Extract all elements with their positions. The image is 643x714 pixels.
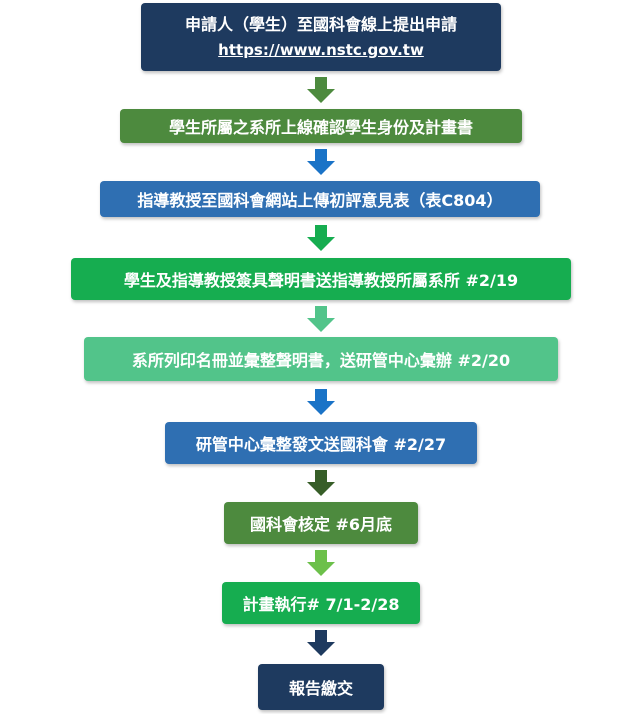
arrow-down-2-icon — [306, 149, 336, 175]
step-5-text: 系所列印名冊並彙整聲明書，送研管中心彙辦 #2/20 — [131, 351, 511, 370]
arrow-down-4-icon — [306, 306, 336, 332]
step-1-text: 申請人（學生）至國科會線上提出申請 — [184, 15, 457, 35]
nstc-link[interactable]: https://www.nstc.gov.tw — [218, 40, 424, 59]
step-7-nstc-approval: 國科會核定 #6月底 — [224, 502, 418, 544]
step-9-report-submission: 報告繳交 — [258, 664, 384, 710]
step-4-text: 學生及指導教授簽具聲明書送指導教授所屬系所 #2/19 — [123, 271, 519, 290]
arrow-down-5-icon — [306, 389, 336, 415]
step-6-research-center-send: 研管中心彙整發文送國科會 #2/27 — [165, 422, 477, 464]
arrow-down-3-icon — [306, 225, 336, 251]
step-7-text: 國科會核定 #6月底 — [249, 515, 393, 534]
step-8-project-execution: 計畫執行# 7/1-2/28 — [222, 582, 420, 624]
arrow-down-6-icon — [306, 470, 336, 496]
step-4-sign-declaration: 學生及指導教授簽具聲明書送指導教授所屬系所 #2/19 — [71, 258, 571, 300]
arrow-down-8-icon — [306, 630, 336, 656]
step-9-text: 報告繳交 — [288, 679, 353, 698]
arrow-down-7-icon — [306, 550, 336, 576]
step-5-department-compile: 系所列印名冊並彙整聲明書，送研管中心彙辦 #2/20 — [84, 337, 558, 381]
step-3-advisor-upload: 指導教授至國科會網站上傳初評意見表（表C804） — [100, 181, 540, 217]
step-3-text: 指導教授至國科會網站上傳初評意見表（表C804） — [137, 191, 503, 210]
step-2-department-confirm: 學生所屬之系所上線確認學生身份及計畫書 — [120, 109, 522, 143]
step-1-apply-online: 申請人（學生）至國科會線上提出申請 https://www.nstc.gov.t… — [141, 3, 501, 71]
step-2-text: 學生所屬之系所上線確認學生身份及計畫書 — [168, 118, 473, 137]
arrow-down-1-icon — [306, 77, 336, 103]
step-8-text: 計畫執行# 7/1-2/28 — [242, 595, 400, 614]
step-6-text: 研管中心彙整發文送國科會 #2/27 — [195, 435, 447, 454]
